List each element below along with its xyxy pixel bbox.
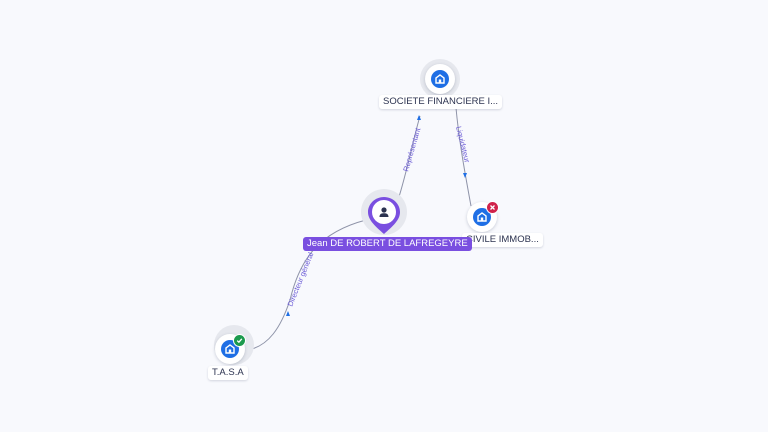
node-label-company-top[interactable]: SOCIETE FINANCIERE I... bbox=[379, 95, 503, 109]
building-icon bbox=[473, 208, 491, 226]
node-label-person[interactable]: Jean DE ROBERT DE LAFREGEYRE bbox=[303, 237, 472, 251]
node-label-company-right[interactable]: CIVILE IMMOB... bbox=[462, 233, 543, 247]
building-icon bbox=[431, 70, 449, 88]
closed-icon bbox=[486, 201, 499, 214]
arrow-liquidateur bbox=[463, 173, 467, 178]
arrow-representant bbox=[417, 115, 421, 120]
arrow-directeur-general bbox=[286, 311, 290, 316]
edge-label-liquidateur: Liquidateur bbox=[454, 125, 472, 164]
person-icon bbox=[377, 205, 391, 219]
check-icon bbox=[233, 334, 246, 347]
edge-label-directeur-general: Directeur général bbox=[286, 251, 316, 308]
edge-label-representant: Représentant bbox=[401, 126, 422, 173]
node-label-company-left[interactable]: T.A.S.A bbox=[208, 366, 248, 380]
